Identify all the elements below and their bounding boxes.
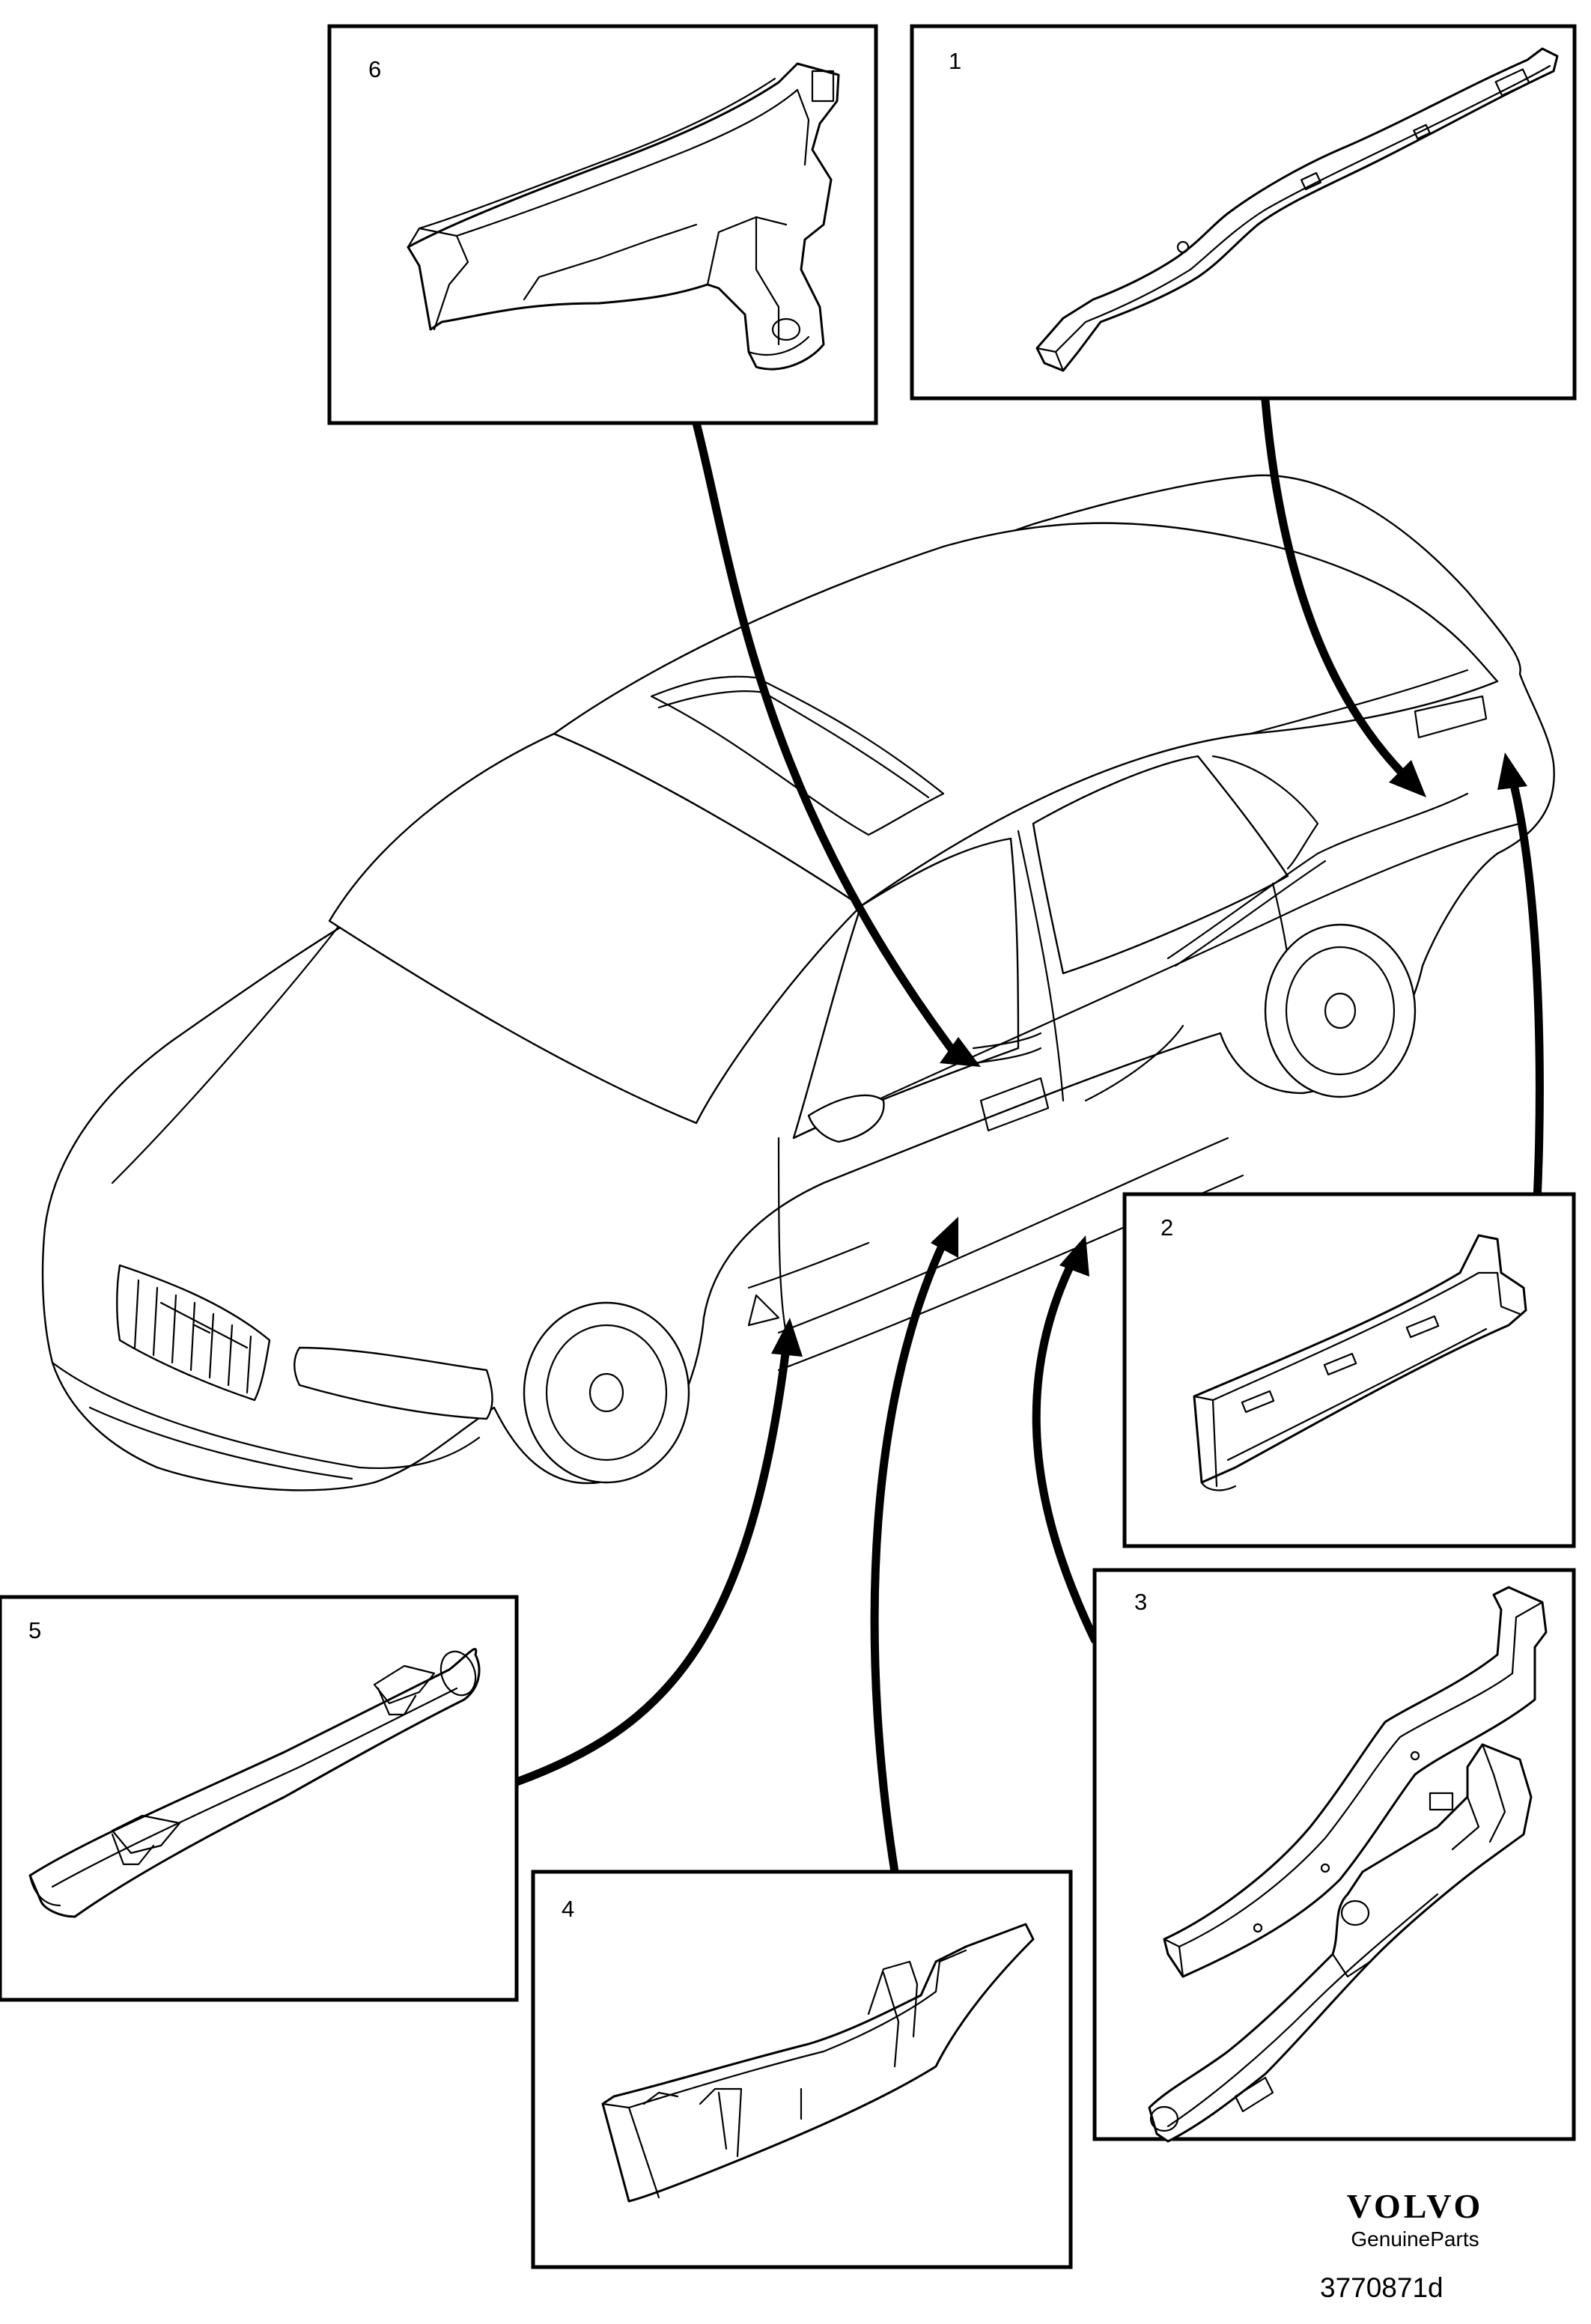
leader-1 [1261,396,1412,783]
leader-6 [692,419,955,1053]
leader-5 [512,1343,791,1786]
callout-3: 3 [1092,1568,1576,2143]
callout-number-2: 2 [1160,1214,1173,1241]
arrowhead-1 [1389,760,1426,797]
arrowhead-5 [771,1318,803,1357]
part-4-cover [601,1923,1035,2203]
arrowhead-3 [1059,1235,1089,1277]
callout-number-5: 5 [28,1617,41,1643]
callout-5: 5 [0,1595,519,2002]
callout-number-3: 3 [1134,1589,1147,1615]
car-illustration [41,474,1555,1491]
part-6-duct [407,62,840,371]
brand-block: VOLVO GenuineParts [1318,2186,1512,2251]
callout-6: 6 [327,24,878,425]
part-1-duct [1035,47,1559,372]
callout-2: 2 [1122,1192,1576,1548]
callout-number-4: 4 [562,1896,574,1922]
part-3-duct-upper [1163,1586,1548,1978]
arrowhead-2 [1497,752,1527,790]
part-5-tube [28,1648,481,1918]
part-2-channel [1193,1234,1527,1491]
callout-1: 1 [910,24,1577,401]
genuine-parts-label: GenuineParts [1351,2227,1479,2251]
arrowhead-4 [931,1217,958,1258]
callout-number-1: 1 [949,48,961,74]
diagram-id: 3770871d [1320,2272,1444,2303]
leader-3 [1032,1261,1099,1644]
leader-4 [870,1238,948,1876]
part-3-bracket-lower [1148,1743,1533,2143]
arrowhead-6 [940,1037,981,1067]
volvo-logo: VOLVO [1346,2187,1484,2225]
callout-4: 4 [531,1870,1073,2269]
callout-number-6: 6 [368,56,381,82]
